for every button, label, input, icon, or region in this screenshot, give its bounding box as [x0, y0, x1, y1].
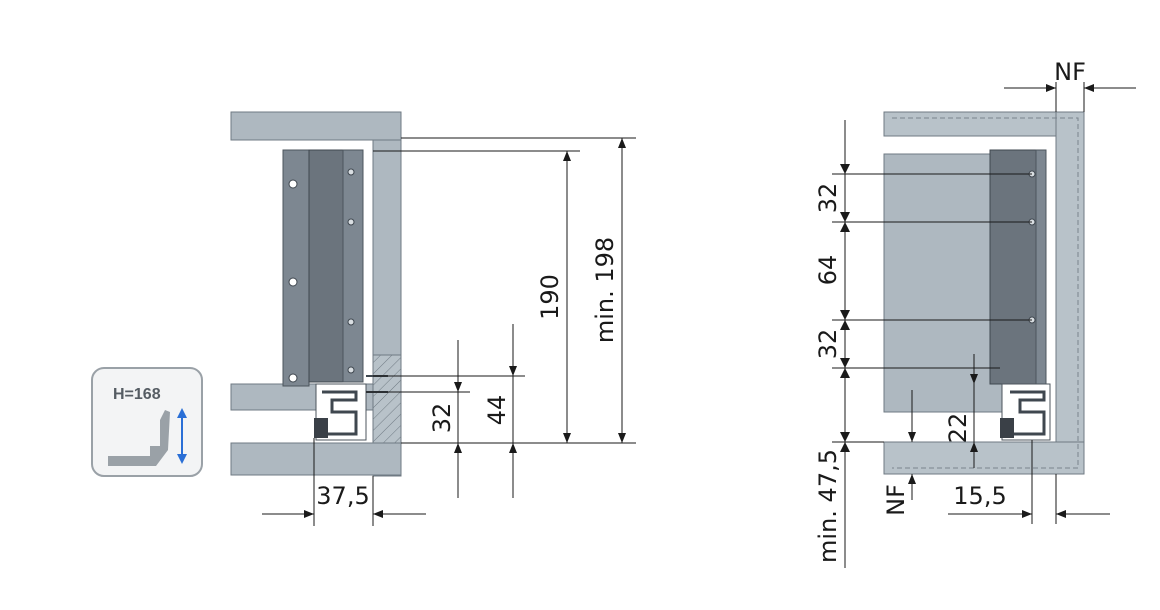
- drawer-height-badge: H=168: [91, 367, 203, 477]
- right-drawer-side: [989, 149, 1037, 385]
- right-cabinet-top-panel: [883, 111, 1085, 137]
- dim-spacing-64: 64: [814, 255, 842, 286]
- dim-gap-22: 22: [944, 413, 972, 444]
- right-runner-damper: [1000, 418, 1014, 438]
- dim-nf-top: NF: [1054, 58, 1086, 86]
- right-drawer-rail: [1035, 149, 1047, 385]
- left-section-view: 190 min. 198 32 44 37,5: [230, 111, 636, 526]
- runner-damper: [314, 418, 328, 438]
- dim-inner-height: 190: [536, 274, 564, 320]
- cabinet-top-panel: [230, 111, 402, 141]
- right-section-view: 32 64 32 min. 47,5 NF 22 NF 15,5: [814, 58, 1136, 568]
- dim-outer-height: min. 198: [591, 237, 619, 343]
- dim-width-37-5: 37,5: [316, 482, 369, 510]
- dim-base-height: min. 47,5: [814, 449, 842, 563]
- height-arrow-icon: [177, 408, 187, 464]
- dim-spacing-32-bottom: 32: [814, 329, 842, 360]
- carcass-dashed-outline: [892, 117, 1079, 469]
- right-runner-assembly: [1000, 383, 1051, 441]
- right-cabinet-side-wall: [1055, 111, 1085, 475]
- dim-nf-bottom: NF: [882, 484, 910, 516]
- badge-frame: [91, 367, 203, 477]
- right-cabinet-bottom-panel: [883, 441, 1085, 475]
- dim-bottom-gap-32: 32: [428, 403, 456, 434]
- cabinet-bottom-panel: [230, 442, 402, 476]
- badge-height-label: H=168: [113, 386, 161, 403]
- dim-bottom-gap-44: 44: [483, 395, 511, 426]
- dim-offset-15-5: 15,5: [953, 482, 1006, 510]
- drawer-side-wall: [308, 149, 344, 383]
- drawer-side-rail: [342, 149, 364, 383]
- drawer-side-icon: [108, 410, 170, 466]
- dim-spacing-32-top: 32: [814, 183, 842, 214]
